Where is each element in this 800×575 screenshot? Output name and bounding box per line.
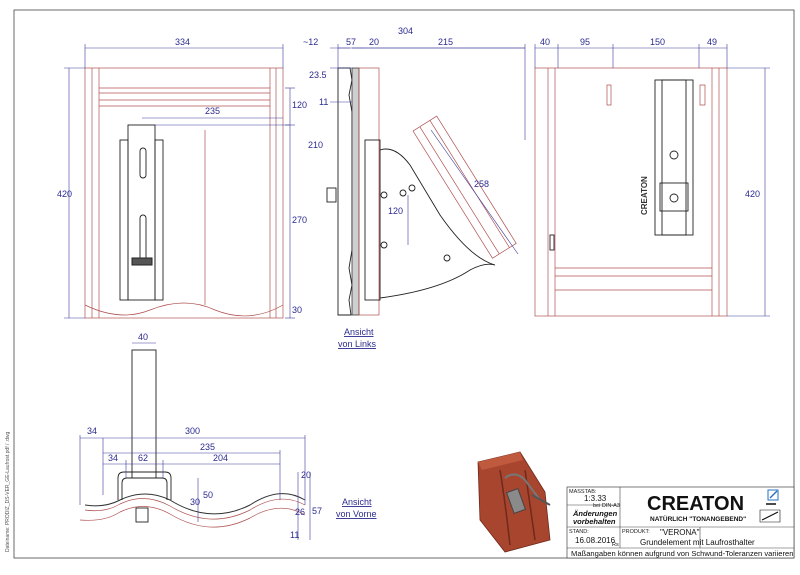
dim-rear-30: 30 — [292, 305, 302, 315]
rear-bracket — [127, 124, 156, 301]
product-name: "VERONA" — [660, 528, 700, 537]
tile-render-image — [477, 451, 551, 553]
side-view — [326, 67, 517, 316]
dim-rear-height: 420 — [57, 189, 72, 199]
dim-front-40: 40 — [138, 332, 148, 342]
dim-side-11: 11 — [319, 97, 328, 107]
dim-front-300: 300 — [185, 426, 200, 436]
dim-rear-270: 270 — [292, 215, 307, 225]
tolerance-footer: Maßangaben können aufgrund von Schwund-T… — [571, 549, 793, 558]
creaton-slogan: NATÜRLICH "TONANGEBEND" — [650, 514, 746, 523]
dim-front-204: 204 — [213, 453, 228, 463]
dim-side-304: 304 — [398, 26, 413, 36]
caption-left-view-1: Ansicht — [344, 327, 374, 337]
date-code: Rs — [612, 542, 619, 548]
dim-front-235: 235 — [200, 442, 215, 452]
changes-line-1: Änderungen — [572, 509, 618, 518]
changes-line-2: vorbehalten — [573, 517, 616, 526]
dim-right-420: 420 — [745, 189, 760, 199]
dim-front-57: 57 — [312, 506, 322, 516]
dim-rear-width: 334 — [175, 37, 190, 47]
dim-rear-235: 235 — [205, 106, 220, 116]
file-name-note: Dateiname: PRODIZ_DS-VER_GE-Laufrost.pdf… — [5, 431, 11, 552]
dim-right-40: 40 — [540, 37, 550, 47]
dim-rear-120: 120 — [292, 100, 307, 110]
scale-label: MASSTAB: — [569, 489, 597, 495]
dim-front-20: 20 — [301, 470, 311, 480]
right-tile-outline — [534, 67, 728, 317]
rear-tile-outline — [84, 67, 284, 319]
creaton-logo: CREATON — [647, 493, 744, 515]
dim-side-258: 258 — [474, 179, 489, 189]
right-view: CREATON — [534, 67, 728, 317]
front-view — [79, 349, 306, 528]
side-tile-profile — [337, 67, 353, 316]
title-block — [566, 486, 795, 559]
dim-front-30: 30 — [190, 497, 200, 507]
dim-side-23-5: 23.5 — [309, 70, 327, 80]
scale-note: bei DIN-A3 — [593, 503, 620, 509]
dim-front-26: 26 — [295, 507, 305, 517]
bracket-brand-label: CREATON — [640, 176, 649, 215]
date-label: STAND: — [569, 529, 589, 535]
dim-side-120: 120 — [388, 206, 403, 216]
sheet-border — [13, 9, 795, 559]
dim-side-12: ~12 — [303, 37, 318, 47]
caption-left-view-2: von Links — [338, 339, 377, 349]
date-value: 16.08.2016 — [575, 536, 616, 545]
right-bracket — [654, 79, 694, 236]
caption-front-view-2: von Vorne — [336, 509, 377, 519]
dim-side-57: 57 — [346, 37, 356, 47]
dim-front-34a: 34 — [87, 426, 97, 436]
rear-view — [84, 67, 284, 319]
dim-right-49: 49 — [707, 37, 717, 47]
dim-front-11: 11 — [290, 530, 299, 540]
dim-side-215: 215 — [438, 37, 453, 47]
dim-front-62: 62 — [138, 453, 148, 463]
dim-front-34b: 34 — [108, 453, 118, 463]
dim-rear-210: 210 — [308, 140, 323, 150]
caption-front-view-1: Ansicht — [342, 497, 372, 507]
product-label: PRODUKT: — [622, 529, 650, 535]
dim-side-20: 20 — [369, 37, 379, 47]
product-description: Grundelement mit Laufrosthalter — [640, 538, 755, 547]
scale-value: 1:3.33 — [584, 494, 607, 503]
dim-right-95: 95 — [580, 37, 590, 47]
dim-right-150: 150 — [650, 37, 665, 47]
dim-front-50: 50 — [203, 490, 213, 500]
